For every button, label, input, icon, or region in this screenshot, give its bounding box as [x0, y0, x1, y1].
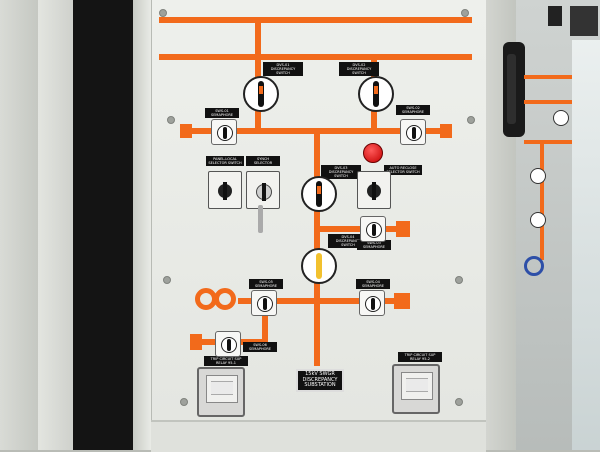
panel-lower-door	[151, 420, 486, 452]
switch-pointer-icon	[316, 253, 322, 279]
mimic-bus-middle	[180, 128, 452, 134]
switch-indicator-icon	[317, 186, 321, 194]
red-indicator-lamp	[363, 143, 383, 163]
discrepancy-switch-dvs01[interactable]	[243, 76, 279, 112]
trip-circuit-relay-right	[392, 364, 440, 414]
label-dvs03: DVS-03 DISCREPANCY SWITCH	[321, 165, 361, 179]
transformer-coil-icon	[214, 288, 236, 310]
screw	[167, 116, 175, 124]
auto-reclose-selector[interactable]	[357, 171, 391, 209]
semaphore-indicator-icon	[221, 337, 237, 353]
relay-display-icon	[206, 375, 238, 403]
switch-pointer-icon	[373, 81, 379, 107]
selector-knob-icon	[367, 182, 381, 200]
label-panel-local: PANEL-LOCAL SELECTOR SWITCH	[206, 156, 244, 166]
discrepancy-switch-dvs04[interactable]	[301, 248, 337, 284]
screw	[180, 398, 188, 406]
label-dvs01: DVS-01 DISCREPANCY SWITCH	[263, 62, 303, 76]
label-trip-left: TRIP CIRCUIT SUP RELAY 95-1	[204, 356, 248, 366]
switch-indicator-icon	[374, 86, 378, 94]
adjacent-display	[570, 6, 598, 36]
mimic-drop-lower	[262, 304, 268, 344]
screw	[163, 276, 171, 284]
left-cabinet-door	[38, 0, 74, 450]
switch-indicator-icon	[259, 86, 263, 94]
adjacent-mimic-bus	[524, 100, 572, 104]
cable-compartment	[73, 0, 133, 450]
mimic-arrow-right	[440, 124, 452, 138]
adjacent-mimic-bus	[524, 75, 572, 79]
mimic-bus-upper	[159, 54, 472, 60]
label-sws04: SWS-04 SEMAPHORE	[356, 279, 390, 289]
semaphore-sws02[interactable]	[400, 119, 426, 145]
mimic-arrow-branch	[396, 221, 410, 237]
mimic-arrow-left	[180, 124, 192, 138]
semaphore-indicator-icon	[406, 125, 422, 141]
semaphore-sws04[interactable]	[359, 290, 385, 316]
label-auto-reclose: AUTO RECLOSE SELECTOR SWITCH	[384, 165, 422, 175]
panel-frame-edge	[133, 0, 151, 450]
label-sws03: SWS-03 SEMAPHORE	[357, 240, 391, 250]
semaphore-sws05[interactable]	[251, 290, 277, 316]
mimic-arrow-lower	[394, 293, 410, 309]
glass-window	[572, 40, 600, 450]
label-synch: SYNCH SELECTOR	[246, 156, 280, 166]
mimic-bus-lower	[238, 298, 402, 304]
label-sws02: SWS-02 SEMAPHORE	[396, 105, 430, 115]
mimic-bus-top	[159, 17, 472, 23]
semaphore-indicator-icon	[257, 296, 273, 312]
screw	[461, 9, 469, 17]
adjacent-switch[interactable]	[553, 110, 569, 126]
discrepancy-switch-dvs03[interactable]	[301, 176, 337, 212]
label-sws01: SWS-01 SEMAPHORE	[205, 108, 239, 118]
left-wall	[0, 0, 38, 450]
synch-selector[interactable]	[246, 171, 280, 209]
screw	[455, 398, 463, 406]
label-sws06: SWS-06 SEMAPHORE	[243, 342, 277, 352]
semaphore-sws03[interactable]	[360, 216, 386, 242]
relay-display-icon	[401, 372, 433, 400]
key-lock-icon	[256, 183, 272, 201]
adjacent-switch[interactable]	[548, 6, 562, 26]
label-sws05: SWS-05 SEMAPHORE	[249, 279, 283, 289]
adjacent-mimic-bus	[524, 140, 572, 144]
switch-pointer-icon	[316, 181, 322, 207]
semaphore-indicator-icon	[365, 296, 381, 312]
adjacent-coil-icon	[524, 256, 544, 276]
label-trip-right: TRIP CIRCUIT SUP RELAY 95-2	[398, 352, 442, 362]
trip-circuit-relay-left	[197, 367, 245, 417]
adjacent-mimic-feeder	[540, 140, 544, 260]
switch-pointer-icon	[258, 81, 264, 107]
screw	[455, 276, 463, 284]
adjacent-switch[interactable]	[530, 212, 546, 228]
semaphore-indicator-icon	[217, 125, 233, 141]
label-dvs02: DVS-02 DISCREPANCY SWITCH	[339, 62, 379, 76]
panel-nameplate: 15kV SWGR DISCREPANCY SUBSTATION	[296, 369, 344, 392]
panel-local-selector[interactable]	[208, 171, 242, 209]
screw	[467, 116, 475, 124]
door-handle[interactable]	[503, 42, 525, 137]
selector-knob-icon	[218, 182, 232, 200]
adjacent-switch[interactable]	[530, 168, 546, 184]
discrepancy-switch-dvs02[interactable]	[358, 76, 394, 112]
semaphore-sws01[interactable]	[211, 119, 237, 145]
mimic-arrow-bottom-left	[190, 334, 202, 350]
mimic-bus-link	[255, 22, 261, 56]
key-icon	[258, 205, 263, 233]
semaphore-indicator-icon	[366, 222, 382, 238]
screw	[159, 9, 167, 17]
semaphore-sws06[interactable]	[215, 331, 241, 357]
